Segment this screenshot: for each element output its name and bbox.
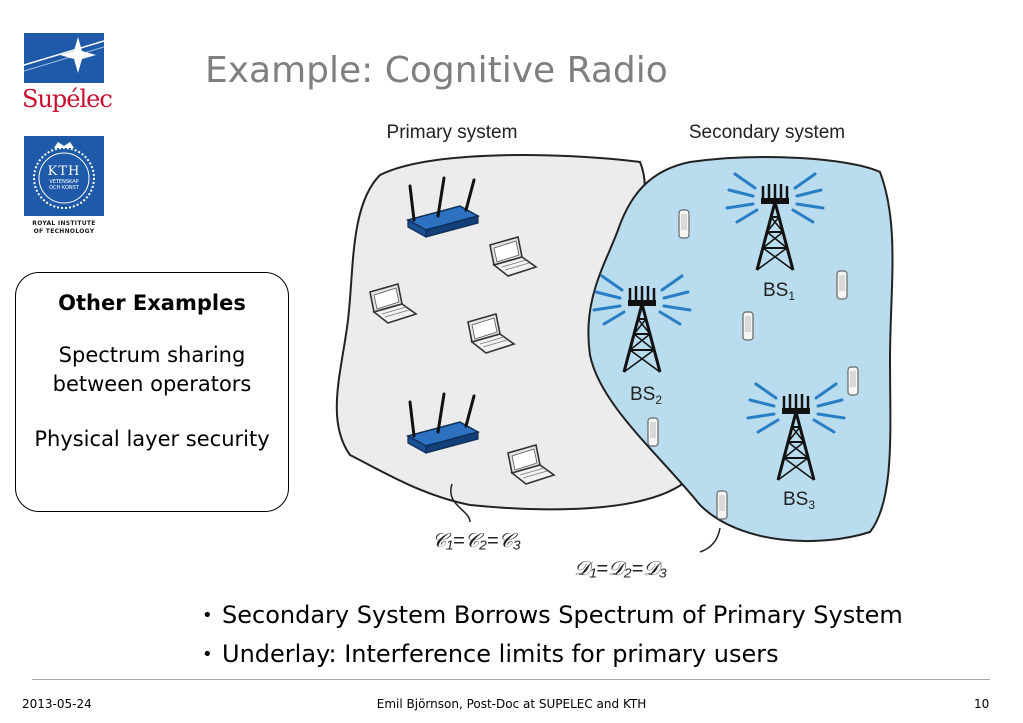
bullet-list: •Secondary System Borrows Spectrum of Pr… <box>202 596 903 674</box>
supelec-wordmark: Supélec <box>22 85 113 113</box>
kth-motto-top: VETENSKAP <box>49 179 79 185</box>
cognitive-radio-diagram: Primary system Secondary system BS1 BS2 … <box>335 122 894 580</box>
kth-emblem: KTH VETENSKAP OCH KONST <box>24 136 104 216</box>
primary-capacity-pointer <box>450 483 471 523</box>
bullet-symbol: • <box>202 605 213 626</box>
page-number: 10 <box>974 697 990 711</box>
bs3-label: BS3 <box>783 489 815 512</box>
supelec-star-emblem <box>24 33 104 83</box>
kth-logo: KTH VETENSKAP OCH KONST ROYAL INSTITUTE … <box>24 136 104 238</box>
other-example-item: Spectrum sharing between operators <box>52 343 252 396</box>
other-examples-heading: Other Examples <box>58 291 246 315</box>
secondary-capacity-label: 𝒟₁=𝒟₂=𝒟₃ <box>574 558 667 580</box>
phone-icon <box>847 366 859 396</box>
supelec-logo: Supélec <box>22 33 113 115</box>
kth-motto-bottom: OCH KONST <box>49 185 79 191</box>
secondary-system-area <box>587 156 894 543</box>
footer-divider <box>32 679 990 680</box>
slide-title: Example: Cognitive Radio <box>205 50 668 91</box>
phone-icon <box>678 209 690 239</box>
bs1-label: BS1 <box>763 280 795 303</box>
phone-icon <box>742 311 754 341</box>
bullet-item: •Underlay: Interference limits for prima… <box>202 635 903 674</box>
kth-letters: KTH <box>47 164 81 179</box>
secondary-capacity-pointer <box>699 527 721 553</box>
bullet-item: •Secondary System Borrows Spectrum of Pr… <box>202 596 903 635</box>
primary-system-area <box>335 154 692 511</box>
phone-icon <box>716 490 728 520</box>
primary-capacity-label: 𝒞₁=𝒞₂=𝒞₃ <box>432 530 521 552</box>
secondary-system-label: Secondary system <box>689 122 845 143</box>
phone-icon <box>647 417 659 447</box>
other-examples-box: Other Examples Spectrum sharing between … <box>15 272 289 512</box>
bullet-symbol: • <box>202 644 213 665</box>
phone-icon <box>836 270 848 300</box>
footer-date: 2013-05-24 <box>22 697 92 711</box>
other-example-item: Physical layer security <box>34 427 270 451</box>
kth-caption: ROYAL INSTITUTE OF TECHNOLOGY <box>32 220 96 235</box>
primary-system-label: Primary system <box>387 122 518 143</box>
bs2-label: BS2 <box>630 384 662 407</box>
footer-author: Emil Björnson, Post-Doc at SUPELEC and K… <box>376 697 647 711</box>
